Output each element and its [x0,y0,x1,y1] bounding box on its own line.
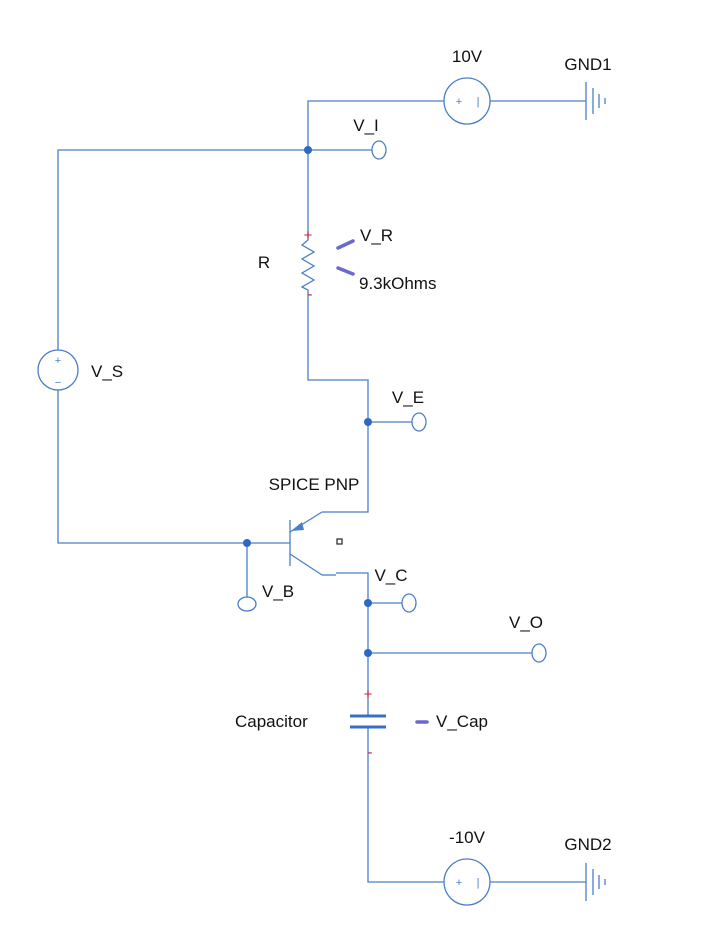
capacitor-plus-polarity: + [364,686,373,703]
source-minus-sign: | [477,96,480,108]
vs-minus-sign: − [55,377,61,389]
junction-node-collector[interactable] [364,599,372,607]
junction-node-emitter[interactable] [364,418,372,426]
ground-symbol-gnd1[interactable] [585,82,606,120]
wire-emitter[interactable] [336,422,369,513]
wire-top-to-source[interactable] [307,100,444,150]
capacitor[interactable] [350,714,386,729]
resistor-value-label: 9.3kOhms [359,274,436,293]
probe-terminal-ve[interactable] [411,412,427,432]
vs-label: V_S [91,362,123,381]
resistor-minus-polarity: - [308,286,313,303]
vcap-label: V_Cap [436,712,488,731]
transistor-pin-marker [336,538,343,545]
wire-resistor-to-emitter-node[interactable] [307,296,369,422]
probe-terminal-vc[interactable] [401,593,417,613]
capacitor-label: Capacitor [235,712,308,731]
wire-cap-to-source[interactable] [367,727,444,883]
transistor-label: SPICE PNP [269,475,360,494]
wire-vs-bottom[interactable] [57,390,290,544]
resistor-r[interactable] [300,233,316,296]
junction-node-output[interactable] [364,649,372,657]
vi-label: V_I [353,116,379,135]
source-bottom-value-label: -10V [449,828,486,847]
gnd1-label: GND1 [564,55,611,74]
resistor-plus-polarity: + [304,227,313,244]
vo-label: V_O [509,613,543,632]
vs-plus-sign: + [55,355,61,367]
wires [57,100,586,883]
junction-node-base[interactable] [243,539,251,547]
source-top-value-label: 10V [452,47,483,66]
source-plus-sign: + [456,96,462,108]
voltage-source-neg10v[interactable]: + | [443,858,491,906]
voltage-source-10v[interactable]: + | [443,77,491,125]
pnp-transistor[interactable] [289,511,336,576]
ground-symbol-gnd2[interactable] [585,863,606,901]
wire-vs-top[interactable] [57,149,308,350]
capacitor-minus-polarity: - [368,744,373,761]
vc-label: V_C [374,566,407,585]
probe-marker-vr-lower[interactable] [336,266,355,276]
resistor-label: R [258,253,270,272]
probe-terminal-vo[interactable] [531,643,547,663]
probe-terminal-vi[interactable] [371,140,387,160]
source-bottom-plus-sign: + [456,877,462,889]
vr-label: V_R [360,226,393,245]
junction-node-top[interactable] [304,146,312,154]
vb-label: V_B [262,582,294,601]
probe-marker-vr-upper[interactable] [336,239,355,250]
ve-label: V_E [392,388,424,407]
source-bottom-minus-sign: | [477,877,480,889]
probe-terminal-vb[interactable] [237,596,257,612]
gnd2-label: GND2 [564,835,611,854]
emitter-arrow-icon [291,522,304,531]
voltage-source-vs[interactable]: + − [37,349,79,391]
wire-collector[interactable] [336,572,369,716]
